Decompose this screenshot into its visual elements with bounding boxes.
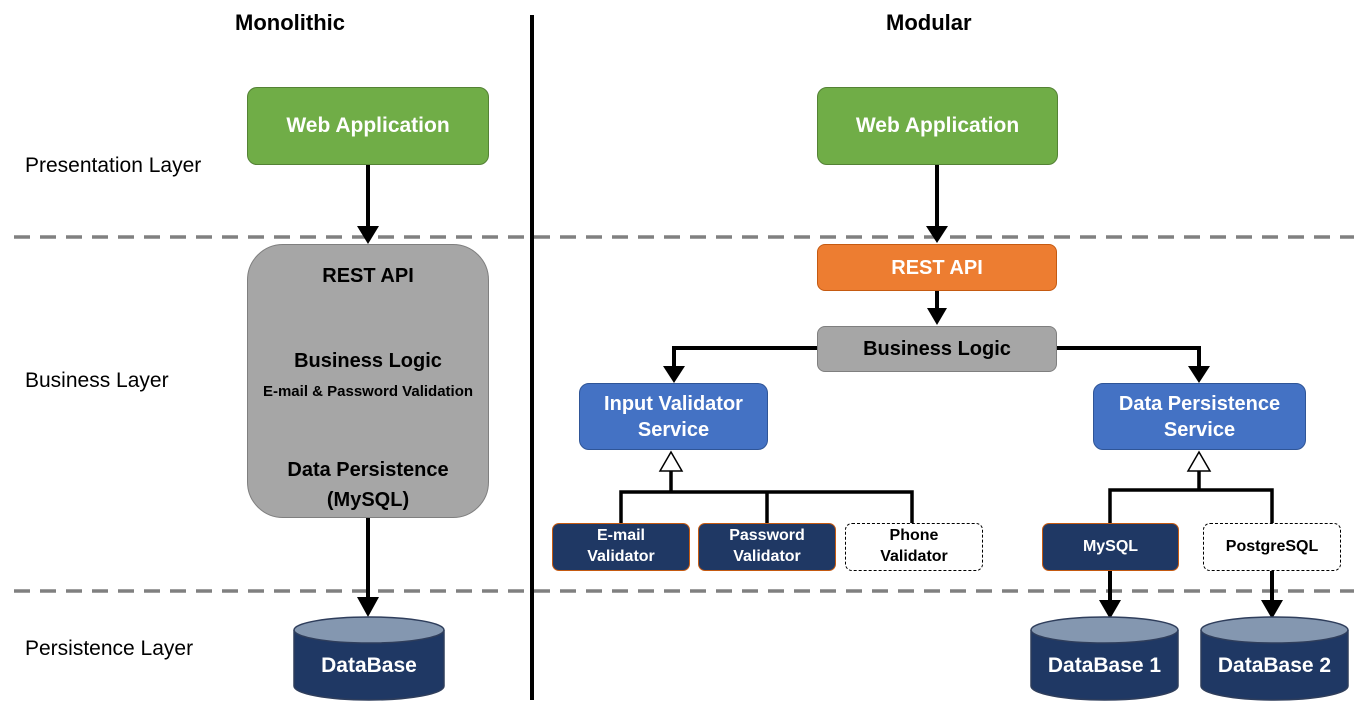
mod-web-application-label: Web Application (855, 114, 1020, 138)
mono-rest-api: REST API (322, 265, 414, 287)
mono-data-persistence-mysql: (MySQL) (326, 489, 410, 511)
inherit-triangle-validators (658, 450, 684, 472)
mod-password-validator[interactable]: Password Validator (698, 523, 836, 571)
mod-business-logic-label: Business Logic (863, 338, 1011, 360)
label-business-layer: Business Layer (25, 369, 169, 392)
inherit-db-impls (1108, 488, 1274, 523)
mod-postgresql[interactable]: PostgreSQL (1203, 523, 1341, 571)
data-persistence-line2: Service (1163, 418, 1236, 441)
mod-database-2[interactable] (1199, 616, 1350, 702)
label-presentation-layer: Presentation Layer (25, 154, 202, 177)
mod-data-persistence-service[interactable]: Data Persistence Service (1093, 383, 1306, 450)
arrow-logic-to-data-persistence (1057, 346, 1201, 369)
mono-application-block[interactable]: REST API Business Logic E-mail & Passwor… (247, 244, 489, 518)
email-validator-line1: E-mail (596, 527, 645, 545)
mono-web-application-label: Web Application (286, 114, 450, 138)
mod-database-2-label: DataBase 2 (1217, 654, 1332, 677)
mod-rest-api-label: REST API (891, 256, 983, 279)
input-validator-line2: Service (637, 418, 710, 441)
mod-web-application[interactable]: Web Application (817, 87, 1058, 165)
email-validator-line2: Validator (587, 548, 655, 565)
mono-validation: E-mail & Password Validation (262, 383, 474, 400)
mod-rest-api[interactable]: REST API (817, 244, 1057, 291)
mod-mysql[interactable]: MySQL (1042, 523, 1179, 571)
arrow-logic-to-input-validator (672, 346, 817, 369)
mono-database-label: DataBase (321, 654, 417, 677)
mono-data-persistence: Data Persistence (287, 459, 449, 481)
heading-monolithic: Monolithic (235, 10, 345, 35)
mod-database-1[interactable] (1029, 616, 1180, 702)
mod-input-validator-service[interactable]: Input Validator Service (579, 383, 768, 450)
mod-email-validator[interactable]: E-mail Validator (552, 523, 690, 571)
mod-database-2-label-wrap: DataBase 2 (1199, 654, 1350, 684)
password-validator-line1: Password (729, 527, 805, 545)
mono-database-label-wrap: DataBase (292, 654, 446, 684)
data-persistence-line1: Data Persistence (1118, 392, 1281, 415)
mono-database[interactable] (292, 616, 446, 702)
postgresql-label: PostgreSQL (1225, 537, 1319, 555)
mod-database-1-label-wrap: DataBase 1 (1029, 654, 1180, 684)
mod-database-1-label: DataBase 1 (1047, 654, 1162, 677)
heading-modular: Modular (886, 10, 972, 35)
phone-validator-line1: Phone (889, 527, 939, 545)
phone-validator-line2: Validator (880, 548, 948, 565)
password-validator-line2: Validator (733, 548, 801, 565)
mod-business-logic[interactable]: Business Logic (817, 326, 1057, 372)
input-validator-line1: Input Validator (604, 392, 743, 415)
mod-phone-validator[interactable]: Phone Validator (845, 523, 983, 571)
inherit-triangle-db (1186, 450, 1212, 472)
mysql-label: MySQL (1082, 537, 1139, 555)
mono-business-logic: Business Logic (294, 350, 442, 372)
label-persistence-layer: Persistence Layer (25, 637, 194, 660)
mono-web-application[interactable]: Web Application (247, 87, 489, 165)
